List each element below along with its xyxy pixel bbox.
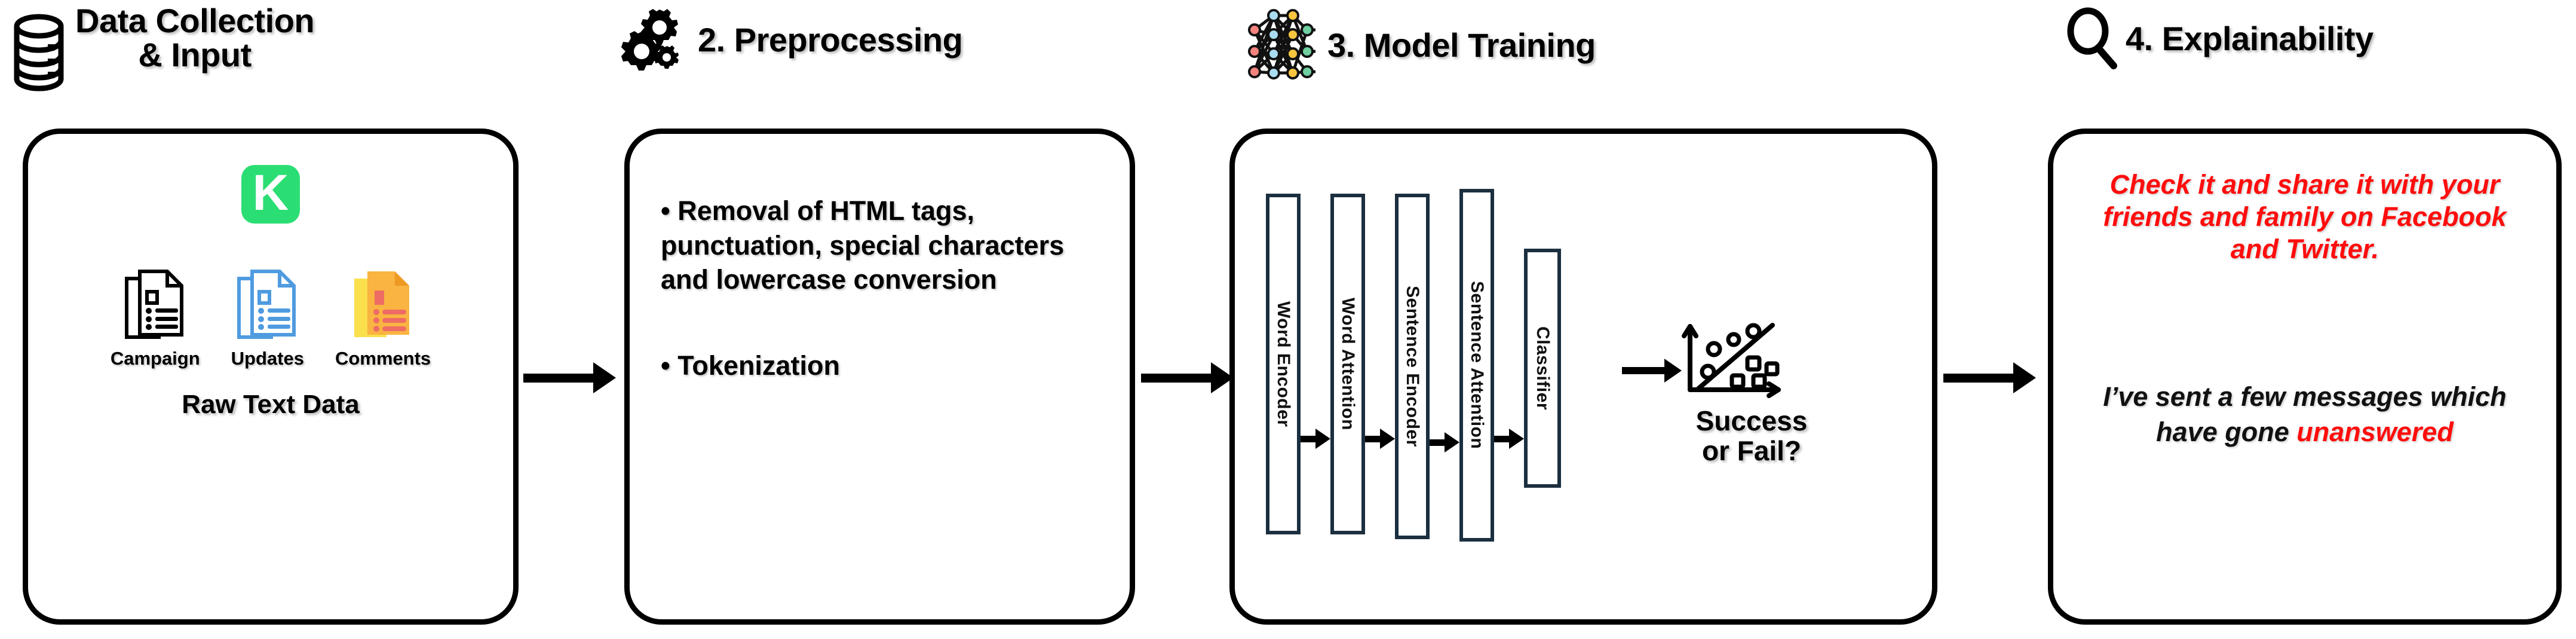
document-caption-comments: Comments: [335, 348, 431, 369]
stage-title-model-training: 3. Model Training: [1327, 26, 1596, 65]
pipeline-arrow-4: [1494, 194, 1524, 534]
pipeline-box-label: Sentence Encoder: [1403, 286, 1422, 447]
document-icon-row: Campaign: [28, 267, 513, 369]
pipeline-box-label: Classifier: [1533, 326, 1553, 411]
neural-network-icon: [1243, 5, 1317, 86]
stage-header-model-training: 3. Model Training: [1243, 5, 1596, 86]
explanation-red-text: Check it and share it with your friends …: [2103, 169, 2507, 264]
model-outcome: Success or Fail?: [1677, 313, 1826, 466]
explanation-highlight-word: unanswered: [2296, 417, 2454, 448]
stage-title-preprocessing: 2. Preprocessing: [698, 21, 963, 59]
stage-title-line1: Data Collection: [75, 2, 315, 39]
pipeline-box-word-attention[interactable]: Word Attention: [1330, 194, 1365, 534]
document-blue-icon: [234, 267, 301, 343]
panel-data-collection: K: [23, 129, 519, 625]
kickstarter-logo-letter: K: [252, 164, 289, 221]
document-caption-campaign: Campaign: [110, 348, 200, 369]
preprocessing-bullet-list: • Removal of HTML tags, punctuation, spe…: [661, 194, 1112, 421]
magnifier-icon: [2061, 6, 2121, 72]
preprocessing-bullet-1: • Removal of HTML tags, punctuation, spe…: [661, 195, 1065, 295]
document-caption-updates: Updates: [231, 348, 304, 369]
stage-header-data-collection: Data Collection & Input: [13, 2, 315, 92]
scatter-classification-icon: [1677, 313, 1826, 403]
pipeline-box-classifier[interactable]: Classifier: [1524, 249, 1561, 488]
pipeline-box-sentence-attention[interactable]: Sentence Attention: [1459, 189, 1494, 542]
raw-text-data-label: Raw Text Data: [182, 390, 360, 419]
outcome-label-line2: or Fail?: [1701, 435, 1802, 466]
stage-title-explainability: 4. Explainability: [2126, 20, 2373, 58]
pipeline-box-label: Word Encoder: [1274, 301, 1293, 427]
document-black-icon: [122, 267, 189, 343]
pipeline-box-label: Word Attention: [1338, 298, 1358, 430]
preprocessing-bullet-2: • Tokenization: [661, 350, 840, 381]
database-icon: [13, 13, 65, 92]
document-orange-icon: [349, 267, 416, 343]
document-item-campaign: Campaign: [111, 267, 200, 369]
pipeline-box-word-encoder[interactable]: Word Encoder: [1266, 194, 1301, 534]
model-pipeline: Word Encoder Word Attention Sentence Enc…: [1266, 189, 1561, 542]
explanation-highlight-sample: Check it and share it with your friends …: [2077, 169, 2532, 265]
pipeline-arrow-3: [1430, 194, 1459, 539]
explanation-black-prefix: I’ve sent a few messages which have gone: [2103, 381, 2507, 448]
document-item-comments: Comments: [335, 267, 431, 369]
gears-icon: [621, 7, 687, 73]
document-item-updates: Updates: [231, 267, 304, 369]
panel-preprocessing: • Removal of HTML tags, punctuation, spe…: [624, 129, 1135, 625]
stage-header-preprocessing: 2. Preprocessing: [621, 7, 963, 73]
explanation-neutral-sample: I’ve sent a few messages which have gone…: [2077, 379, 2532, 450]
pipeline-arrow-1: [1301, 194, 1330, 534]
panel-explainability: Check it and share it with your friends …: [2048, 129, 2562, 625]
panel-model-training: Word Encoder Word Attention Sentence Enc…: [1229, 129, 1937, 625]
stage-header-explainability: 4. Explainability: [2061, 6, 2373, 72]
pipeline-arrow-2: [1365, 194, 1395, 534]
stage-title-line2: & Input: [138, 36, 252, 74]
pipeline-box-label: Sentence Attention: [1467, 281, 1487, 450]
pipeline-box-sentence-encoder[interactable]: Sentence Encoder: [1395, 194, 1430, 539]
kickstarter-logo: K: [241, 165, 300, 224]
outcome-label-line1: Success: [1695, 405, 1808, 436]
explanation-black-text: I’ve sent a few messages which have gone…: [2077, 379, 2532, 450]
